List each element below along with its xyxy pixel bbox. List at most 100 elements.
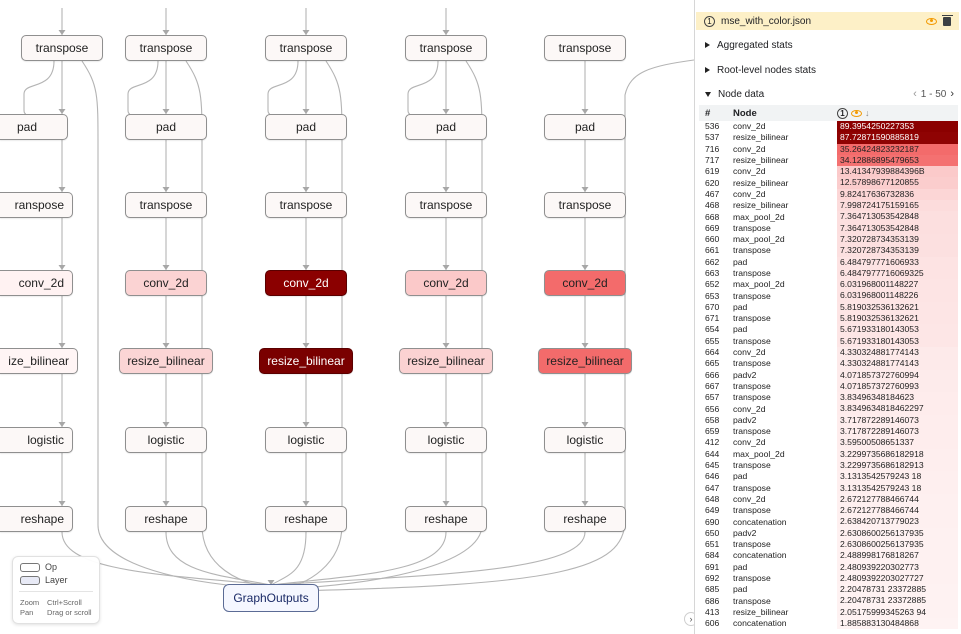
resize-bilinear-node[interactable]: resize_bilinear [119,348,213,374]
conv-2d-node[interactable]: conv_2d [544,270,626,296]
eye-icon[interactable] [926,17,937,25]
reshape-node[interactable]: reshape [405,506,487,532]
pad-node[interactable]: pad [405,114,487,140]
root-level-stats-section[interactable]: Root-level nodes stats [695,60,960,80]
conv-2d-node[interactable]: conv_2d [0,270,73,296]
logistic-node[interactable]: logistic [405,427,487,453]
conv-2d-node[interactable]: conv_2d [265,270,347,296]
trash-icon[interactable] [941,14,953,26]
logistic-node[interactable]: logistic [0,427,73,453]
transpose-node[interactable]: transpose [544,35,626,61]
transpose-node[interactable]: transpose [21,35,103,61]
loaded-file-bar[interactable]: 1 mse_with_color.json [696,12,959,30]
sort-descending-icon[interactable]: ↓ [865,108,870,118]
pad-node[interactable]: pad [544,114,626,140]
transpose-node[interactable]: transpose [265,35,347,61]
transpose-node[interactable]: transpose [405,192,487,218]
transpose-node[interactable]: transpose [125,35,207,61]
pad-node[interactable]: pad [0,114,68,140]
conv-2d-node[interactable]: conv_2d [125,270,207,296]
row-index: 658 [705,414,720,425]
logistic-node[interactable]: logistic [125,427,207,453]
next-page-icon[interactable]: › [950,88,954,100]
column-header-node[interactable]: Node [733,107,757,119]
pad-node[interactable]: pad [125,114,207,140]
prev-page-icon[interactable]: ‹ [913,88,917,100]
pad-node[interactable]: pad [265,114,347,140]
file-index-badge: 1 [704,15,715,27]
conv-2d-node[interactable]: conv_2d [405,270,487,296]
reshape-node[interactable]: reshape [125,506,207,532]
transpose-node[interactable]: transpose [544,192,626,218]
resize-bilinear-node[interactable]: resize_bilinear [399,348,493,374]
transpose-node[interactable]: transpose [265,192,347,218]
column-header-index[interactable]: # [705,107,711,119]
reshape-node[interactable]: reshape [265,506,347,532]
logistic-node[interactable]: logistic [544,427,626,453]
edge-arrowhead [162,109,170,114]
row-node-name: resize_bilinear [733,155,789,166]
node-data-section-header[interactable]: Node data ‹ 1 - 50 › [695,84,960,104]
transpose-node[interactable]: ranspose [0,192,73,218]
resize-bilinear-node[interactable]: resize_bilinear [538,348,632,374]
graph-outputs-node[interactable]: GraphOutputs [223,584,319,612]
transpose-node[interactable]: transpose [405,35,487,61]
column-header-value[interactable]: 1 ↓ [837,107,958,119]
resize-bilinear-node[interactable]: ize_bilinear [0,348,78,374]
reshape-node[interactable]: reshape [0,506,73,532]
reshape-node[interactable]: reshape [544,506,626,532]
resize-bilinear-node[interactable]: resize_bilinear [259,348,353,374]
row-index: 684 [705,550,720,561]
eye-icon[interactable] [851,109,862,117]
aggregated-stats-section[interactable]: Aggregated stats [695,35,960,55]
logistic-node[interactable]: logistic [265,427,347,453]
transpose-node[interactable]: transpose [125,192,207,218]
